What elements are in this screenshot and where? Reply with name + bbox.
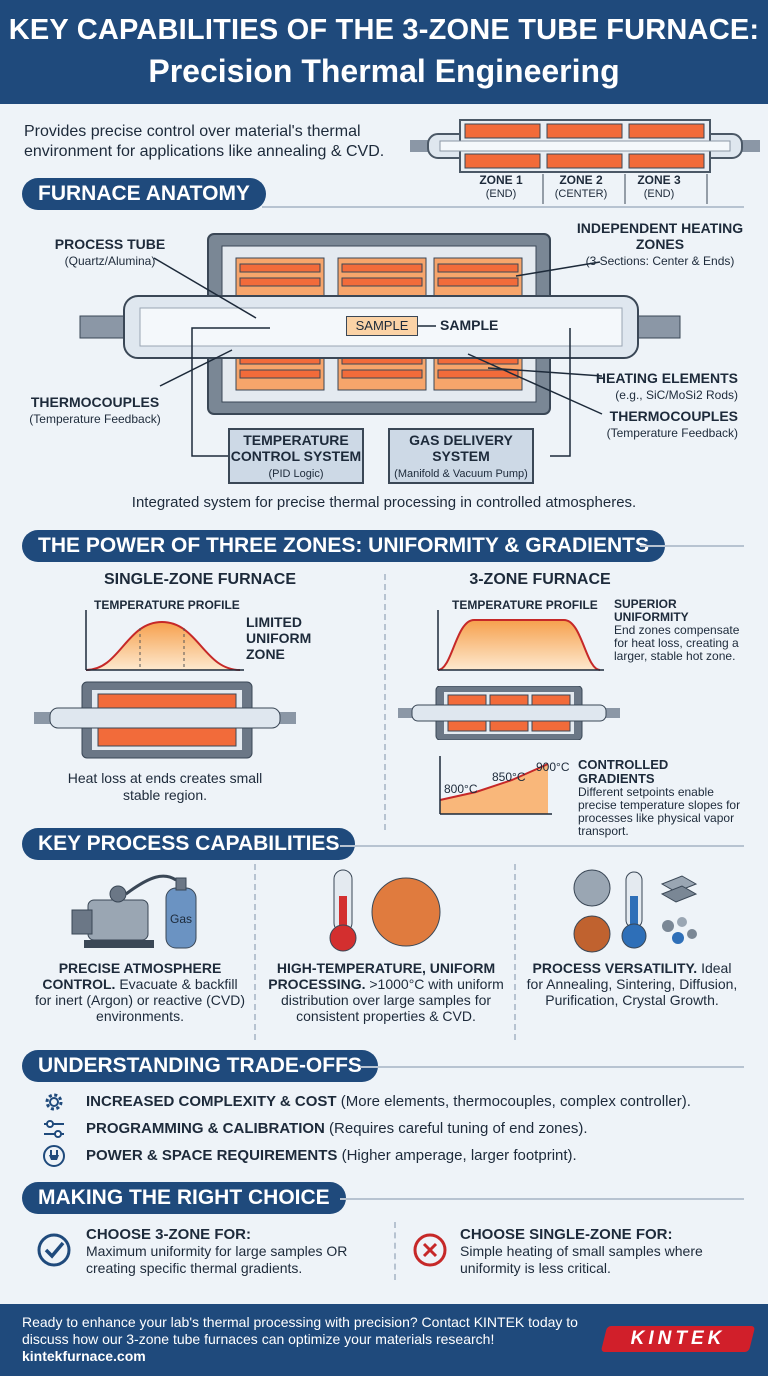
x-circle-icon xyxy=(413,1233,447,1267)
sliders-icon xyxy=(44,1120,64,1138)
temp-800-label: 800°C xyxy=(444,782,478,796)
checkmark-icon xyxy=(37,1233,71,1267)
intro-text: Provides precise control over material's… xyxy=(24,123,385,160)
gradient-chart xyxy=(439,756,552,815)
divider xyxy=(340,1198,744,1200)
temp-850-label: 850°C xyxy=(492,770,526,784)
single-zone-furnace-icon xyxy=(34,681,296,759)
divider xyxy=(340,845,744,847)
mini-furnace-diagram xyxy=(410,119,760,204)
temp-900-label: 900°C xyxy=(536,760,570,774)
three-profile-label: TEMPERATURE PROFILE xyxy=(452,598,598,612)
anatomy-caption: Integrated system for precise thermal pr… xyxy=(131,494,637,511)
three-zone-profile-chart xyxy=(437,610,604,671)
zone2-label: ZONE 2(CENTER) xyxy=(554,173,608,201)
tradeoffs-heading: UNDERSTANDING TRADE-OFFS xyxy=(22,1050,378,1082)
heating-zones-label: INDEPENDENT HEATING ZONES(3 Sections: Ce… xyxy=(576,220,744,268)
heating-elements-label: HEATING ELEMENTS(e.g., SiC/MoSi2 Rods) xyxy=(595,370,738,402)
zone3-label: ZONE 3(END) xyxy=(637,173,681,201)
capability-high-temp: HIGH-TEMPERATURE, UNIFORM PROCESSING. >1… xyxy=(268,960,504,1024)
single-profile-label: TEMPERATURE PROFILE xyxy=(94,598,240,612)
thermocouples-right-label: THERMOCOUPLES(Temperature Feedback) xyxy=(606,408,738,440)
single-zone-caption: Heat loss at ends creates small stable r… xyxy=(67,770,263,803)
single-zone-profile-chart xyxy=(85,610,244,671)
thermometer-sphere-icon xyxy=(329,869,441,952)
column-divider xyxy=(394,1222,396,1280)
zones-heading: THE POWER OF THREE ZONES: UNIFORMITY & G… xyxy=(22,530,665,562)
divider xyxy=(262,206,744,208)
divider xyxy=(640,545,744,547)
website-link[interactable]: kintekfurnace.com xyxy=(22,1348,146,1364)
capability-versatility: PROCESS VERSATILITY. Ideal for Annealing… xyxy=(526,960,738,1008)
capability-atmosphere: PRECISE ATMOSPHERE CONTROL. Evacuate & b… xyxy=(34,960,246,1024)
zone1-label: ZONE 1(END) xyxy=(479,173,523,201)
three-zone-furnace-icon xyxy=(398,686,620,740)
process-tube-label: PROCESS TUBE(Quartz/Alumina) xyxy=(54,236,166,268)
capabilities-heading: KEY PROCESS CAPABILITIES xyxy=(22,828,356,860)
divider xyxy=(360,1066,744,1068)
choose-three-zone: CHOOSE 3-ZONE FOR:Maximum uniformity for… xyxy=(86,1226,348,1276)
sample-label: SAMPLE xyxy=(440,317,499,333)
material-versatility-icon xyxy=(573,869,698,953)
gas-delivery-box: GAS DELIVERY SYSTEM(Manifold & Vacuum Pu… xyxy=(388,428,534,484)
temp-control-box: TEMPERATURE CONTROL SYSTEM(PID Logic) xyxy=(228,428,364,484)
gear-icon xyxy=(45,1093,63,1111)
choose-single-zone: CHOOSE SINGLE-ZONE FOR:Simple heating of… xyxy=(460,1226,703,1276)
title-line2: Precision Thermal Engineering xyxy=(148,53,620,89)
three-zone-title: 3-ZONE FURNACE xyxy=(469,571,611,588)
single-zone-title: SINGLE-ZONE FURNACE xyxy=(104,571,296,588)
choice-heading: MAKING THE RIGHT CHOICE xyxy=(22,1182,346,1214)
tradeoff-complexity: INCREASED COMPLEXITY & COST (More elemen… xyxy=(86,1093,691,1110)
tradeoff-power: POWER & SPACE REQUIREMENTS (Higher amper… xyxy=(86,1147,577,1164)
anatomy-heading: FURNACE ANATOMY xyxy=(22,178,266,210)
column-divider xyxy=(384,574,386,830)
kintek-logo: KINTEK xyxy=(600,1326,756,1352)
column-divider xyxy=(254,864,256,1040)
power-plug-icon xyxy=(43,1145,65,1167)
column-divider xyxy=(514,864,516,1040)
footer-banner: Ready to enhance your lab's thermal proc… xyxy=(0,1304,768,1376)
footer-text: Ready to enhance your lab's thermal proc… xyxy=(22,1314,578,1364)
limited-zone-label: LIMITED UNIFORM ZONE xyxy=(246,614,312,662)
tradeoff-programming: PROGRAMMING & CALIBRATION (Requires care… xyxy=(86,1120,588,1137)
thermocouples-left-label: THERMOCOUPLES(Temperature Feedback) xyxy=(29,394,161,426)
header-banner: KEY CAPABILITIES OF THE 3-ZONE TUBE FURN… xyxy=(0,0,768,104)
vacuum-pump-gas-cylinder-icon xyxy=(71,874,197,949)
gas-cylinder-label: Gas xyxy=(170,912,193,926)
title-line1: KEY CAPABILITIES OF THE 3-ZONE TUBE FURN… xyxy=(8,14,760,46)
sample-box: SAMPLE xyxy=(346,316,418,336)
